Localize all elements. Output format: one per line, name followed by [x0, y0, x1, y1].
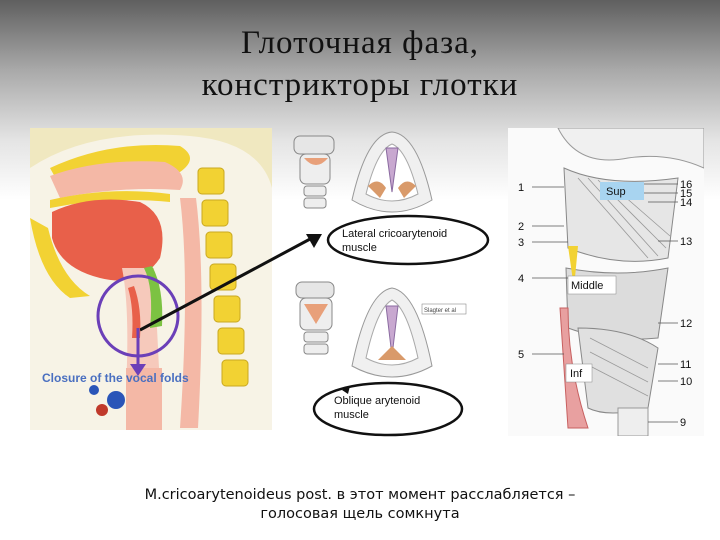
- right-number-12: 12: [680, 318, 692, 330]
- pharyngeal-constrictors-figure: Sup Middle Inf: [508, 127, 705, 437]
- right-number-15: 15: [680, 188, 692, 200]
- glottis-bottom-icon: [351, 287, 433, 378]
- right-number-16: 16: [680, 179, 692, 191]
- larynx-small-bottom-icon: [295, 281, 335, 355]
- inf-label: Inf: [570, 368, 583, 380]
- larynx-small-top-icon: [293, 135, 335, 209]
- left-number-2: 2: [518, 221, 524, 233]
- right-number-9: 9: [680, 417, 686, 429]
- cricoarytenoid-illustration: Lateral cricoarytenoid muscle Slagter et…: [293, 131, 490, 437]
- slide-title: Глоточная фаза, констрикторы глотки: [0, 22, 720, 106]
- left-number-3: 3: [518, 237, 524, 249]
- left-number-1: 1: [518, 182, 524, 194]
- slagter-tag: Slagter et al: [424, 308, 456, 314]
- title-line-1: Глоточная фаза,: [240, 25, 480, 61]
- oblique-label-line-1: Oblique arytenoid: [334, 395, 420, 407]
- lateral-label-line-2: muscle: [342, 242, 377, 254]
- left-number-4: 4: [518, 273, 524, 285]
- sup-label: Sup: [606, 186, 626, 198]
- caption-line-2: голосовая щель сомкнута: [260, 506, 460, 522]
- constrictors-illustration: Sup Middle Inf: [508, 127, 705, 437]
- right-number-14: 14: [680, 197, 692, 209]
- slide-caption: M.cricoarytenoideus post. в этот момент …: [60, 486, 660, 524]
- pointer-arrow: [140, 234, 322, 332]
- lateral-cricoarytenoid-callout: Lateral cricoarytenoid muscle: [326, 214, 490, 266]
- right-number-13: 13: [680, 236, 692, 248]
- right-number-11: 11: [680, 359, 691, 371]
- middle-label: Middle: [571, 280, 603, 292]
- caption-line-1: M.cricoarytenoideus post. в этот момент …: [144, 487, 576, 503]
- title-line-2: констрикторы глотки: [201, 67, 519, 103]
- closure-vocal-folds-label: Closure of the vocal folds: [42, 371, 189, 385]
- glottis-top-icon: [351, 131, 433, 213]
- left-number-5: 5: [518, 349, 524, 361]
- cricoarytenoid-figure: Lateral cricoarytenoid muscle Slagter et…: [282, 128, 492, 444]
- lateral-label-line-1: Lateral cricoarytenoid: [342, 228, 447, 240]
- oblique-label-line-2: muscle: [334, 409, 369, 421]
- right-number-10: 10: [680, 376, 692, 388]
- oblique-arytenoid-callout: Oblique arytenoid muscle: [312, 381, 464, 437]
